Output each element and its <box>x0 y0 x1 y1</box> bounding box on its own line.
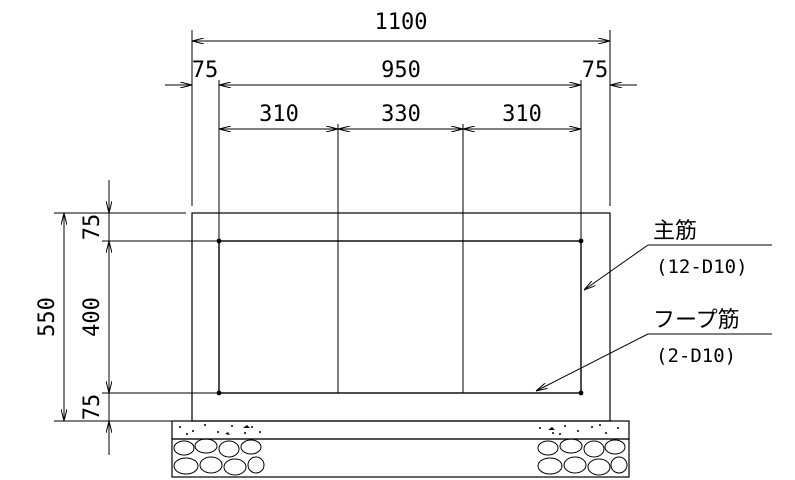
dim-inner-width: 950 <box>381 58 421 83</box>
left-dimensions <box>54 180 219 455</box>
concrete-outline <box>191 212 611 422</box>
rebar-dots <box>216 238 584 396</box>
main-rebar-spec: (12-D10) <box>656 256 748 278</box>
dim-inner-height: 400 <box>80 297 105 337</box>
dim-cover-bottom: 75 <box>80 394 105 421</box>
hoop-rebar-label: フープ筋 <box>653 308 740 333</box>
leader-lines <box>536 244 772 391</box>
dim-spacing-middle: 330 <box>381 102 421 127</box>
top-dimensions <box>165 30 637 241</box>
dim-cover-top: 75 <box>80 214 105 241</box>
dim-total-width: 1100 <box>375 10 428 35</box>
dim-spacing-left: 310 <box>259 102 299 127</box>
dim-cover-left: 75 <box>192 58 219 83</box>
leveling-concrete <box>171 420 630 440</box>
dim-spacing-right: 310 <box>502 102 542 127</box>
hoop-rebar <box>218 240 582 394</box>
main-rebar-label: 主筋 <box>653 219 697 244</box>
crushed-stone-base <box>171 438 630 478</box>
hoop-rebar-spec: (2-D10) <box>656 345 736 367</box>
dim-total-height: 550 <box>35 297 60 337</box>
dim-cover-right: 75 <box>582 58 609 83</box>
